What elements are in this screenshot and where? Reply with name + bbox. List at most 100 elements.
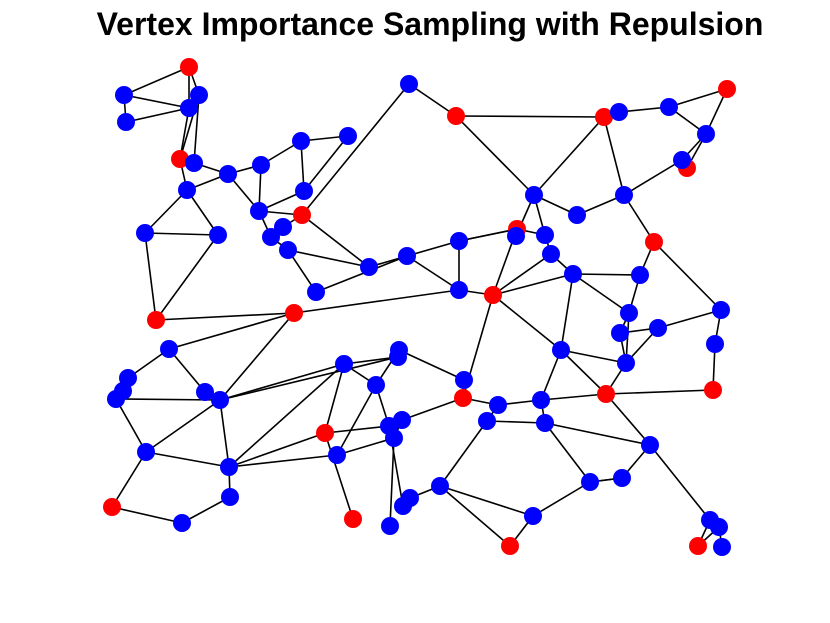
vertex [279, 241, 297, 259]
vertex [710, 518, 728, 536]
graph-edge [544, 422, 651, 446]
vertex [620, 304, 638, 322]
graph-edge [144, 189, 188, 234]
graph-edge [408, 83, 457, 117]
vertex [190, 86, 208, 104]
vertex [220, 458, 238, 476]
graph-edge [287, 249, 370, 268]
graph-edge [144, 232, 219, 236]
graph-edge [111, 451, 147, 508]
graph-edge [623, 194, 655, 243]
graph-edge [492, 273, 574, 296]
graph-edge [406, 240, 460, 257]
graph-edge [560, 349, 607, 395]
vertex [613, 469, 631, 487]
vertex [615, 186, 633, 204]
graph-edge [145, 399, 221, 453]
vertex [328, 446, 346, 464]
graph-edge [458, 228, 518, 242]
graph-edge [155, 312, 295, 321]
vertex [649, 319, 667, 337]
graph-edge [315, 255, 408, 293]
vertex [115, 86, 133, 104]
vertex [536, 414, 554, 432]
vertex [713, 538, 731, 556]
vertex [209, 226, 227, 244]
graph-edge [540, 393, 607, 401]
graph-edge [532, 481, 591, 517]
graph-edge [155, 234, 219, 321]
vertex [507, 227, 525, 245]
vertex [673, 151, 691, 169]
graph-edge [125, 107, 190, 123]
vertex [389, 348, 407, 366]
vertex [568, 206, 586, 224]
vertex [611, 324, 629, 342]
vertex [339, 127, 357, 145]
vertex [641, 436, 659, 454]
vertex [221, 488, 239, 506]
graph-edge [168, 348, 206, 393]
graph-edge [145, 451, 230, 468]
node-layer [103, 58, 736, 556]
graph-edge [301, 214, 370, 268]
vertex [292, 132, 310, 150]
sampled-vertex [484, 286, 502, 304]
vertex [274, 218, 292, 236]
vertex [478, 412, 496, 430]
graph-edge [219, 312, 295, 401]
sampled-vertex [645, 233, 663, 251]
vertex [252, 156, 270, 174]
graph-edge [649, 444, 711, 521]
vertex [394, 497, 412, 515]
graph-edge [181, 496, 231, 524]
sampled-vertex [103, 498, 121, 516]
vertex [137, 443, 155, 461]
sampled-vertex [147, 311, 165, 329]
graph-edge [343, 356, 399, 365]
vertex [211, 391, 229, 409]
vertex [307, 283, 325, 301]
vertex [489, 396, 507, 414]
vertex [524, 507, 542, 525]
sampled-vertex [180, 58, 198, 76]
graph-edge [144, 232, 157, 321]
graph-edge [657, 309, 722, 329]
graph-edge [623, 159, 683, 196]
sampled-vertex [293, 206, 311, 224]
vertex [160, 340, 178, 358]
graph-edge [653, 241, 722, 311]
graph-edge [293, 289, 460, 314]
graph-edge [560, 273, 574, 351]
graph-edge [560, 349, 627, 364]
graph-edge [533, 116, 605, 196]
graph-edge [219, 399, 230, 468]
vertex [398, 247, 416, 265]
vertex [552, 341, 570, 359]
sampled-vertex [597, 385, 615, 403]
sampled-vertex [595, 108, 613, 126]
vertex [431, 477, 449, 495]
vertex [367, 376, 385, 394]
graph-edge [228, 363, 345, 468]
sampled-vertex [447, 107, 465, 125]
vertex [450, 281, 468, 299]
graph-edge [486, 420, 546, 424]
graph-edge [324, 432, 354, 520]
vertex [610, 103, 628, 121]
sampled-vertex [689, 537, 707, 555]
graph-edge [228, 454, 338, 468]
graph-edge [492, 253, 552, 296]
graph-edge [455, 115, 605, 118]
graph-edge [406, 255, 460, 291]
vertex [262, 228, 280, 246]
sampled-vertex [285, 304, 303, 322]
sampled-vertex [718, 80, 736, 98]
graph-edge [228, 432, 326, 468]
graph-edge [605, 389, 714, 395]
sampled-vertex [704, 381, 722, 399]
vertex [542, 245, 560, 263]
vertex [178, 181, 196, 199]
